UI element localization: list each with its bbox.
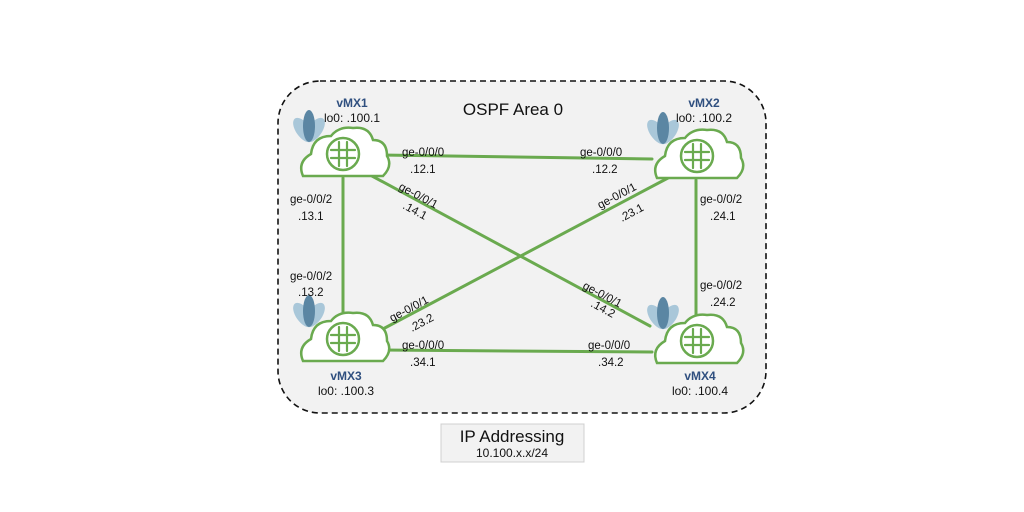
router-vmx4[interactable]: vMX4 lo0: .100.4 xyxy=(641,295,745,398)
router-vmx1[interactable]: vMX1 lo0: .100.1 xyxy=(287,96,391,178)
if-label: ge-0/0/2 xyxy=(700,280,742,292)
if-label: ge-0/0/2 xyxy=(290,194,332,206)
if-label: ge-0/0/2 xyxy=(700,194,742,206)
ip-label: .13.1 xyxy=(298,211,324,223)
ip-label: .12.1 xyxy=(410,164,436,176)
node-name-vmx3: vMX3 xyxy=(330,369,362,383)
loopback-vmx1: lo0: .100.1 xyxy=(324,111,380,125)
router-vmx2[interactable]: vMX2 lo0: .100.2 xyxy=(641,96,745,180)
addressing-subnet: 10.100.x.x/24 xyxy=(476,446,548,460)
ip-label: .24.1 xyxy=(710,211,736,223)
ip-label: .13.2 xyxy=(298,287,324,299)
ip-label: .34.1 xyxy=(410,357,436,369)
if-label: ge-0/0/0 xyxy=(402,340,444,352)
ip-addressing-box: IP Addressing 10.100.x.x/24 xyxy=(440,423,585,463)
link-vmx1-vmx2 xyxy=(378,153,654,161)
node-name-vmx2: vMX2 xyxy=(688,96,720,110)
link-vmx3-vmx4 xyxy=(378,348,654,354)
loopback-vmx4: lo0: .100.4 xyxy=(672,384,728,398)
ospf-area-boundary xyxy=(277,80,767,414)
ip-label: .12.2 xyxy=(592,164,618,176)
loopback-vmx2: lo0: .100.2 xyxy=(676,111,732,125)
link-vmx2-vmx3 xyxy=(379,176,670,332)
loopback-vmx3: lo0: .100.3 xyxy=(318,384,374,398)
if-label: ge-0/0/2 xyxy=(290,271,332,283)
router-vmx3[interactable]: vMX3 lo0: .100.3 xyxy=(287,293,391,398)
node-name-vmx1: vMX1 xyxy=(336,96,368,110)
ip-label: .24.2 xyxy=(710,297,736,309)
if-label: ge-0/0/0 xyxy=(588,340,630,352)
addressing-title: IP Addressing xyxy=(460,427,565,446)
if-label: ge-0/0/0 xyxy=(580,147,622,159)
if-label: ge-0/0/0 xyxy=(402,147,444,159)
link-vmx1-vmx4 xyxy=(370,174,652,328)
area-title: OSPF Area 0 xyxy=(463,100,563,119)
node-name-vmx4: vMX4 xyxy=(684,369,716,383)
ip-label: .34.2 xyxy=(598,357,624,369)
